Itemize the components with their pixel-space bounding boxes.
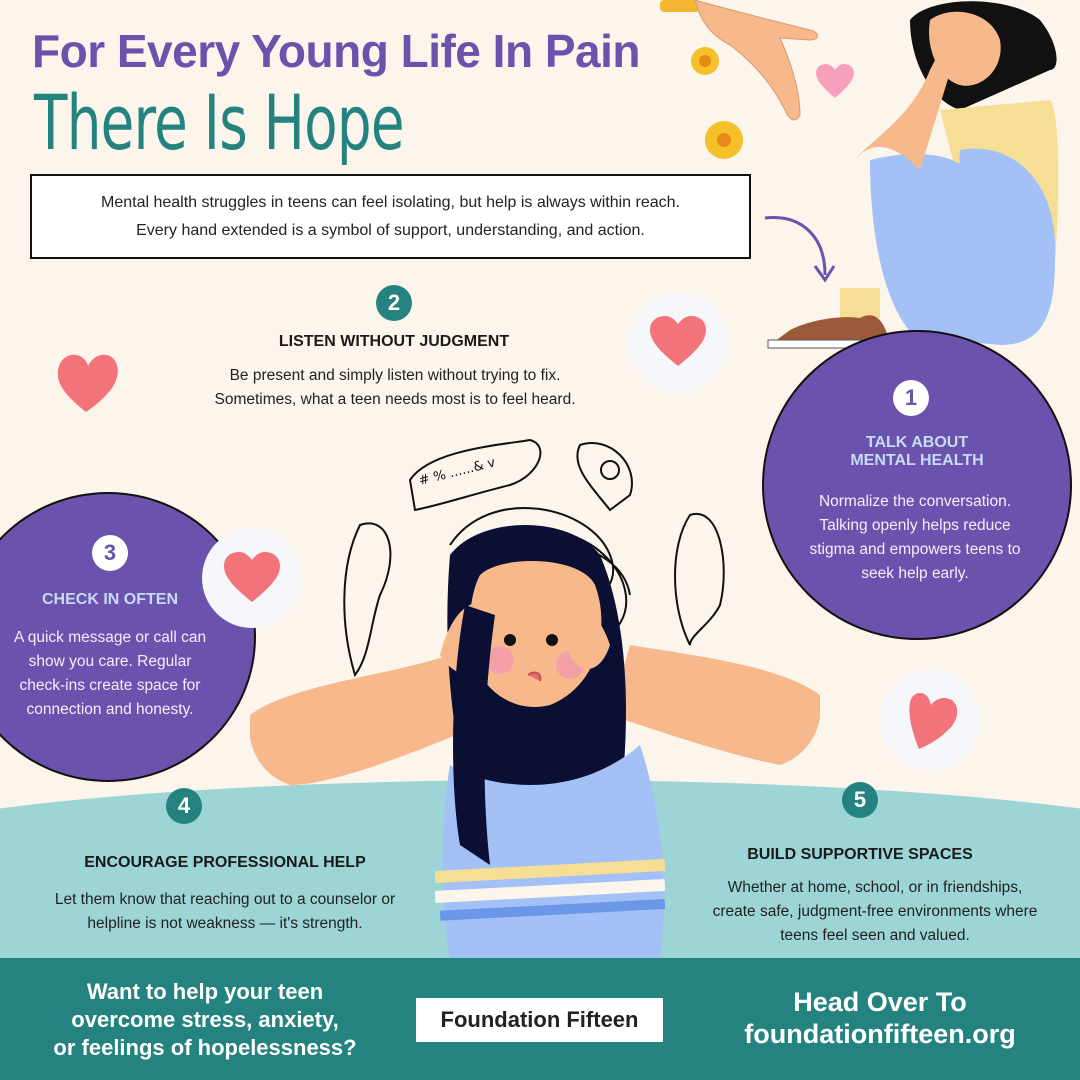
step-1-heading-line-2: MENTAL HEALTH: [850, 452, 984, 469]
footer-question-line-1: Want to help your teen: [86, 979, 324, 1004]
step-1-heading: TALK ABOUT MENTAL HEALTH: [772, 434, 1062, 470]
heart-icon: [57, 354, 118, 412]
heart-icon: [650, 316, 706, 366]
heart-icon: [909, 693, 958, 749]
step-5-body: Whether at home, school, or in friendshi…: [712, 879, 1038, 944]
speech-bubble-symbols: # % ......& v: [417, 455, 497, 489]
flower-icon: [691, 47, 719, 75]
intro-line-1: Mental health struggles in teens can fee…: [101, 194, 680, 211]
step-1-heading-line-1: TALK ABOUT: [865, 434, 969, 451]
footer-banner: Want to help your teen overcome stress, …: [0, 958, 1080, 1080]
step-4-body: Let them know that reaching out to a cou…: [54, 891, 396, 932]
stressed-girl-illustration: # % ......& v: [250, 438, 820, 960]
sad-sitting-girl-illustration: [767, 1, 1059, 349]
step-4-heading: ENCOURAGE PROFESSIONAL HELP: [84, 854, 366, 871]
step-3-heading: CHECK IN OFTEN: [42, 591, 178, 608]
step-3-body: A quick message or call can show you car…: [13, 629, 207, 718]
footer-cta-heading: Head Over To: [793, 987, 967, 1017]
flower-icon: [705, 121, 743, 159]
foundation-fifteen-logo: Foundation Fifteen: [416, 998, 663, 1042]
step-1-body: Normalize the conversation. Talking open…: [809, 493, 1021, 582]
footer-question-line-2: overcome stress, anxiety,: [71, 1007, 339, 1032]
page-subtitle: There Is Hope: [34, 78, 405, 167]
step-3-number-badge: 3: [92, 535, 128, 571]
heart-bubble: [880, 670, 980, 770]
curved-arrow-icon: [764, 216, 836, 283]
step-5-number-badge: 5: [842, 782, 878, 818]
step-2-body: Be present and simply listen without try…: [214, 367, 576, 408]
heart-bubble: [628, 292, 728, 392]
intro-line-2: Every hand extended is a symbol of suppo…: [136, 222, 645, 239]
website-link[interactable]: foundationfifteen.org: [744, 1019, 1016, 1049]
reaching-hand-icon: [660, 0, 818, 121]
heart-icon: [816, 64, 854, 98]
intro-box: Mental health struggles in teens can fee…: [30, 174, 751, 259]
step-1-number-badge: 1: [893, 380, 929, 416]
footer-cta[interactable]: Head Over To foundationfifteen.org: [710, 986, 1050, 1050]
heart-bubble: [202, 528, 302, 628]
step-2-heading: LISTEN WITHOUT JUDGMENT: [278, 333, 510, 350]
footer-question-line-3: or feelings of hopelessness?: [53, 1035, 357, 1060]
step-2-number-badge: 2: [376, 285, 412, 321]
footer-question: Want to help your teen overcome stress, …: [30, 978, 380, 1062]
step-3-circle: [0, 492, 256, 782]
step-4-number-badge: 4: [166, 788, 202, 824]
heart-icon: [224, 552, 280, 602]
page-title: For Every Young Life In Pain: [32, 25, 640, 77]
step-5-heading: BUILD SUPPORTIVE SPACES: [747, 846, 973, 863]
